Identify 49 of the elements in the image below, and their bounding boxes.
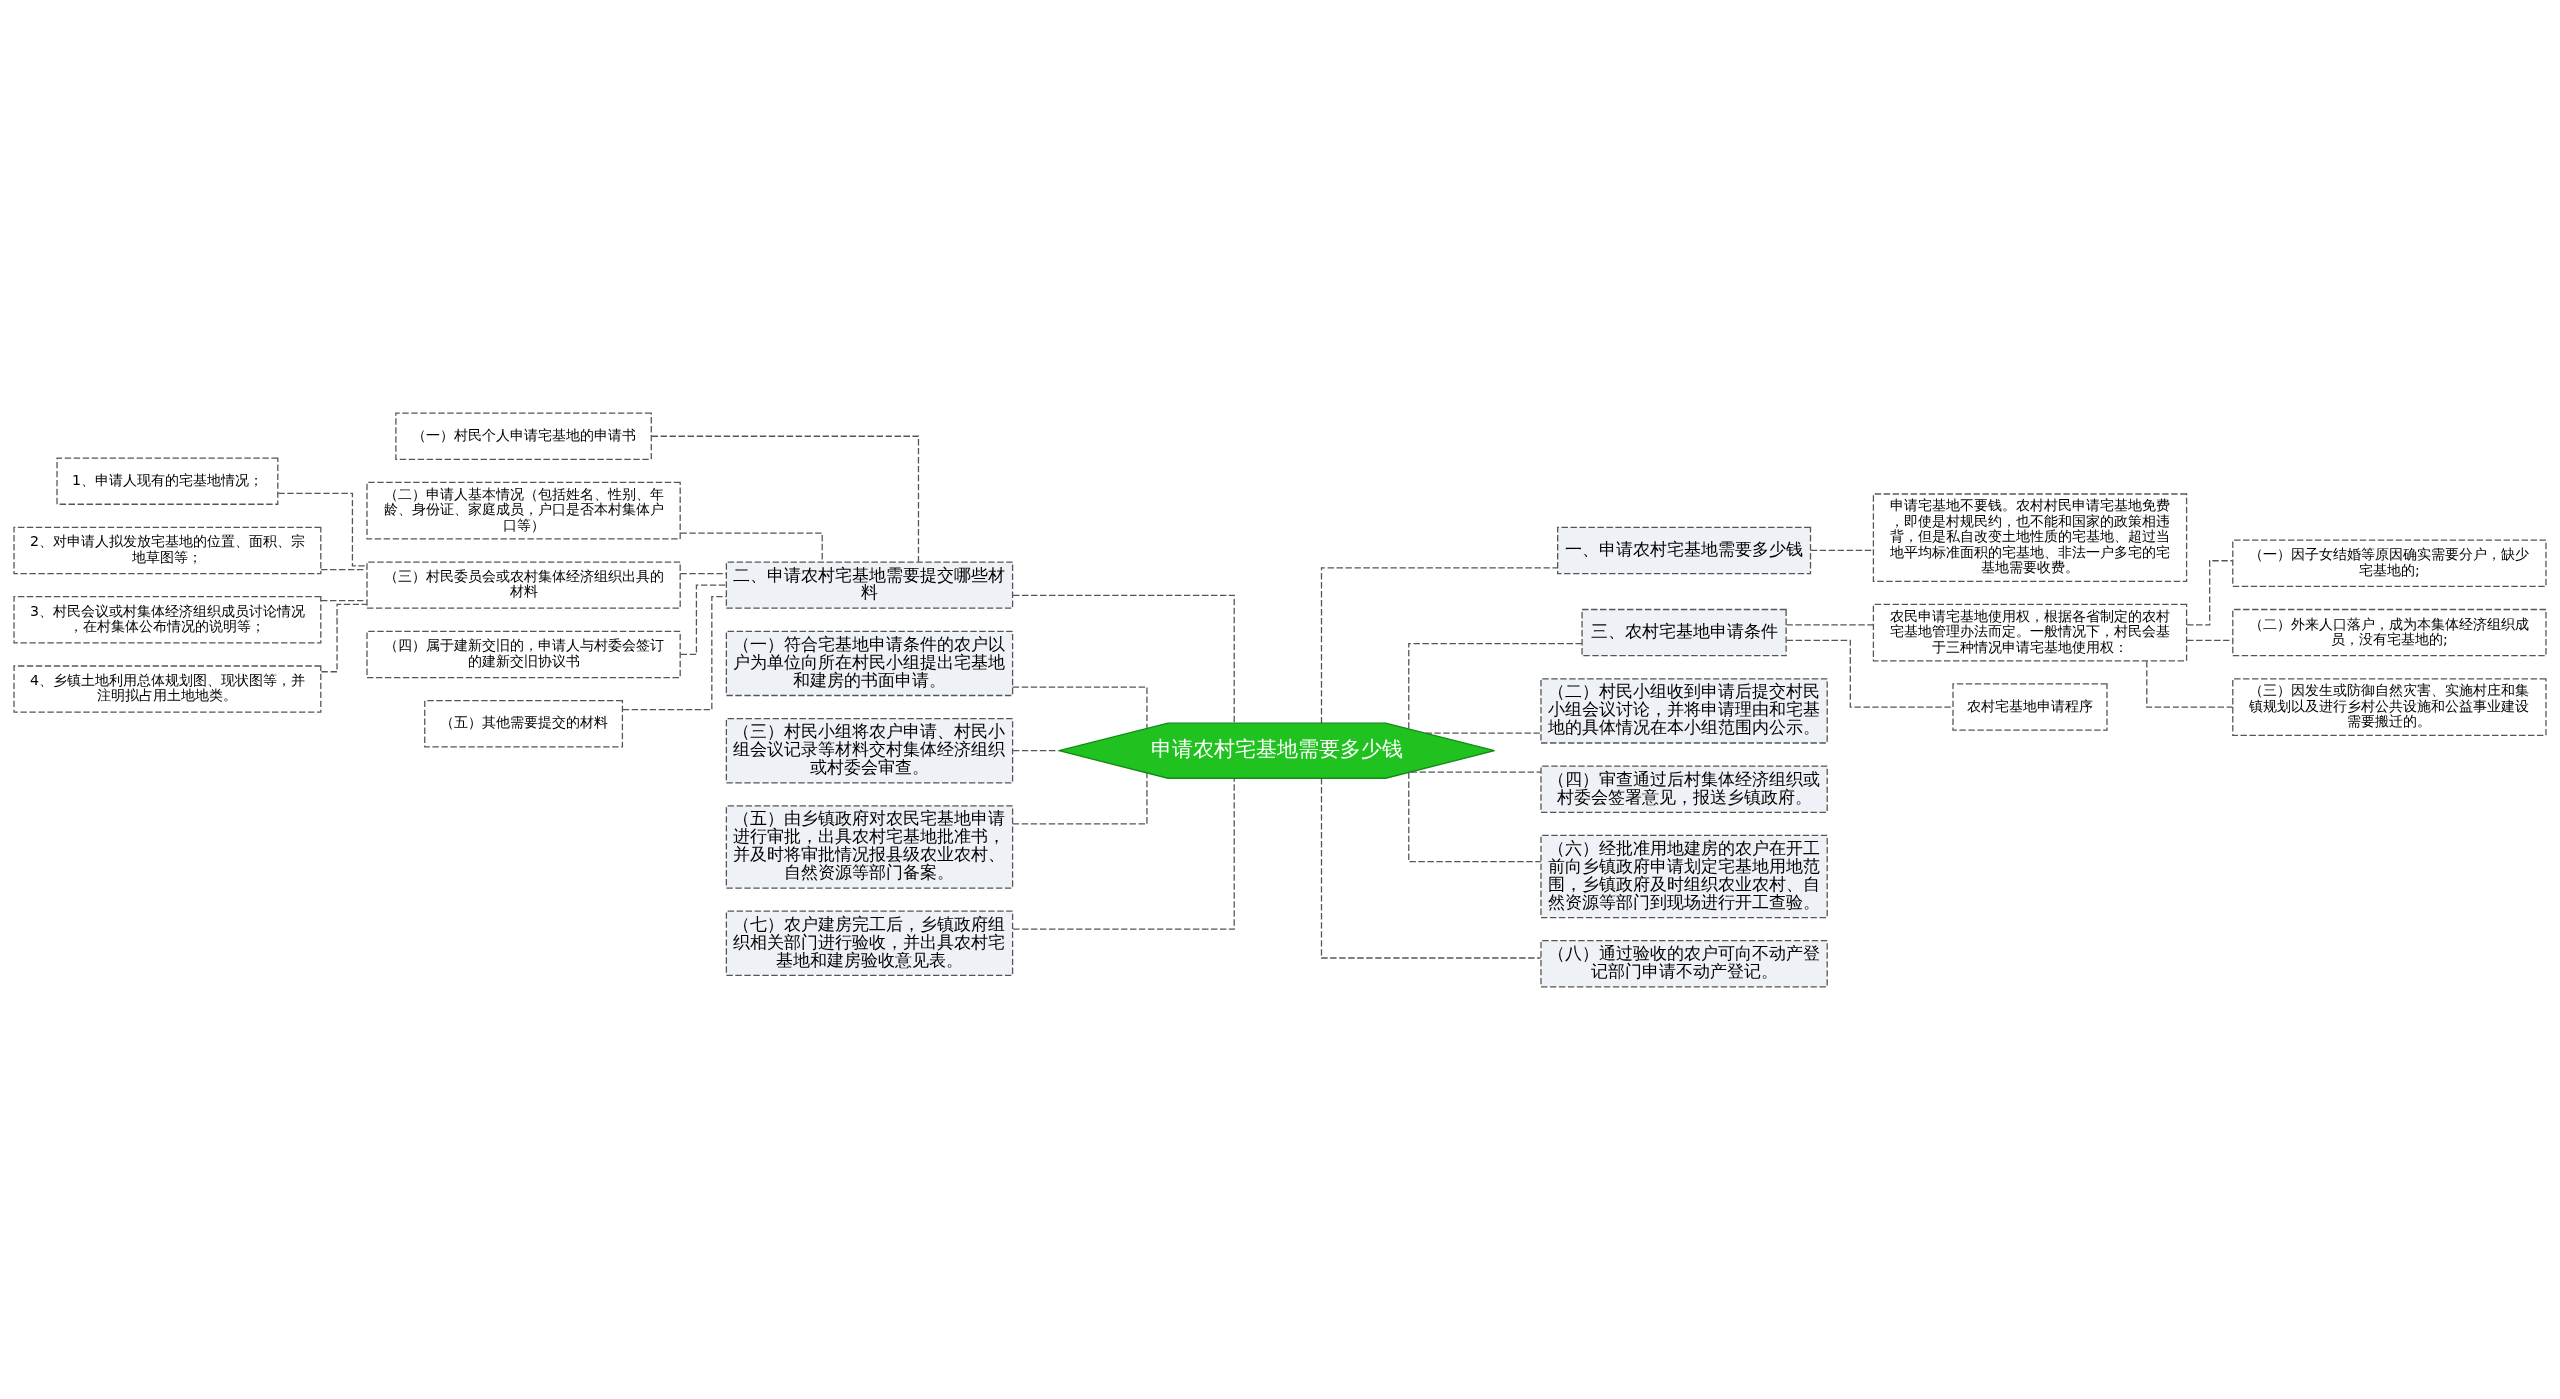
node-box: （五）其他需要提交的材料 [424, 699, 624, 747]
node-box: 农村宅基地申请程序 [1952, 682, 2108, 731]
node-box: （五）由乡镇政府对农民宅基地申请进行审批，出具农村宅基地批准书，并及时将审批情况报县级农业农村、自然资源等部门备案。 [725, 804, 1014, 889]
node-box: （三）村民小组将农户申请、村民小组会议记录等材料交村集体经济组织或村委会审查。 [725, 717, 1014, 783]
node-box: 申请宅基地不要钱。农村村民申请宅基地免费，即使是村规民约，也不能和国家的政策相违背，但是私自改变土地性质的宅基地、超过当地平均标准面积的宅基地、非法一户多宅的宅基地需要收费。 [1872, 492, 2188, 582]
node-box: 二、申请农村宅基地需要提交哪些材料 [725, 560, 1014, 609]
node-box: 农民申请宅基地使用权，根据各省制定的农村宅基地管理办法而定。一般情况下，村民会基于三种情况申请宅基地使用权： [1872, 603, 2188, 661]
connector [679, 572, 727, 574]
connector [1785, 623, 1874, 626]
connector [1012, 771, 1148, 824]
node-box: （四）审查通过后村集体经济组织或村委会签署意见，报送乡镇政府。 [1540, 764, 1828, 813]
node-box: 三、农村宅基地申请条件 [1581, 608, 1787, 656]
node-box: （三）因发生或防御自然灾害、实施村庄和集镇规划以及进行乡村公共设施和公益事业建设需要搬迁的。 [2232, 677, 2547, 736]
node-box: （三）村民委员会或农村集体经济组织出具的材料 [366, 560, 681, 609]
connector [1408, 642, 1583, 729]
connector [1408, 771, 1542, 862]
connector [277, 492, 368, 566]
connector [622, 595, 727, 710]
node-box: 一、申请农村宅基地需要多少钱 [1557, 526, 1812, 574]
connector [320, 568, 368, 570]
connector [1810, 549, 1874, 551]
node-box: （二）村民小组收到申请后提交村民小组会议讨论，并将申请理由和宅基地的具体情况在本小组范围内公示。 [1540, 677, 1828, 744]
connector [320, 599, 368, 601]
node-box: （一）村民个人申请宅基地的申请书 [395, 412, 652, 460]
node-box: （七）农户建房完工后，乡镇政府组织相关部门进行验收，并出具农村宅基地和建房验收意见表。 [725, 910, 1014, 976]
connector [1424, 732, 1542, 734]
connector [1410, 770, 1542, 773]
node-box: （六）经批准用地建房的农户在开工前向乡镇政府申请划定宅基地用地范围，乡镇政府及时组织农业农村、自然资源等部门到现场进行开工查验。 [1540, 834, 1828, 918]
connector [651, 435, 920, 562]
connector [2186, 639, 2234, 641]
connector [1012, 777, 1235, 930]
node-box: 2、对申请人拟发放宅基地的位置、面积、宗地草图等； [13, 526, 322, 574]
connector [679, 584, 727, 655]
node-box: （一）符合宅基地申请条件的农户以户为单位向所在村民小组提出宅基地和建房的书面申请。 [725, 630, 1014, 696]
node-box: （四）属于建新交旧的，申请人与村委会签订的建新交旧协议书 [366, 630, 681, 678]
connector [1012, 749, 1060, 751]
connector [1320, 777, 1542, 959]
connector [1320, 566, 1558, 724]
node-box: （一）因子女结婚等原因确实需要分户，缺少宅基地的; [2232, 539, 2547, 587]
connector [1785, 639, 1954, 708]
node-box: 1、申请人现有的宅基地情况； [56, 456, 279, 505]
connector [2146, 660, 2234, 708]
connector [1012, 594, 1235, 724]
node-box: 4、乡镇土地利用总体规划图、现状图等，并注明拟占用土地地类。 [13, 664, 322, 713]
connector [1012, 686, 1148, 729]
node-box: （二）外来人口落户，成为本集体经济组织成员，没有宅基地的; [2232, 608, 2547, 656]
node-box: （二）申请人基本情况（包括姓名、性别、年龄、身份证、家庭成员，户口是否本村集体户口等） [366, 481, 681, 540]
node-box: 3、村民会议或村集体经济组织成员讨论情况，在村集体公布情况的说明等； [13, 595, 322, 643]
node-box: （八）通过验收的农户可向不动产登记部门申请不动产登记。 [1540, 939, 1828, 987]
